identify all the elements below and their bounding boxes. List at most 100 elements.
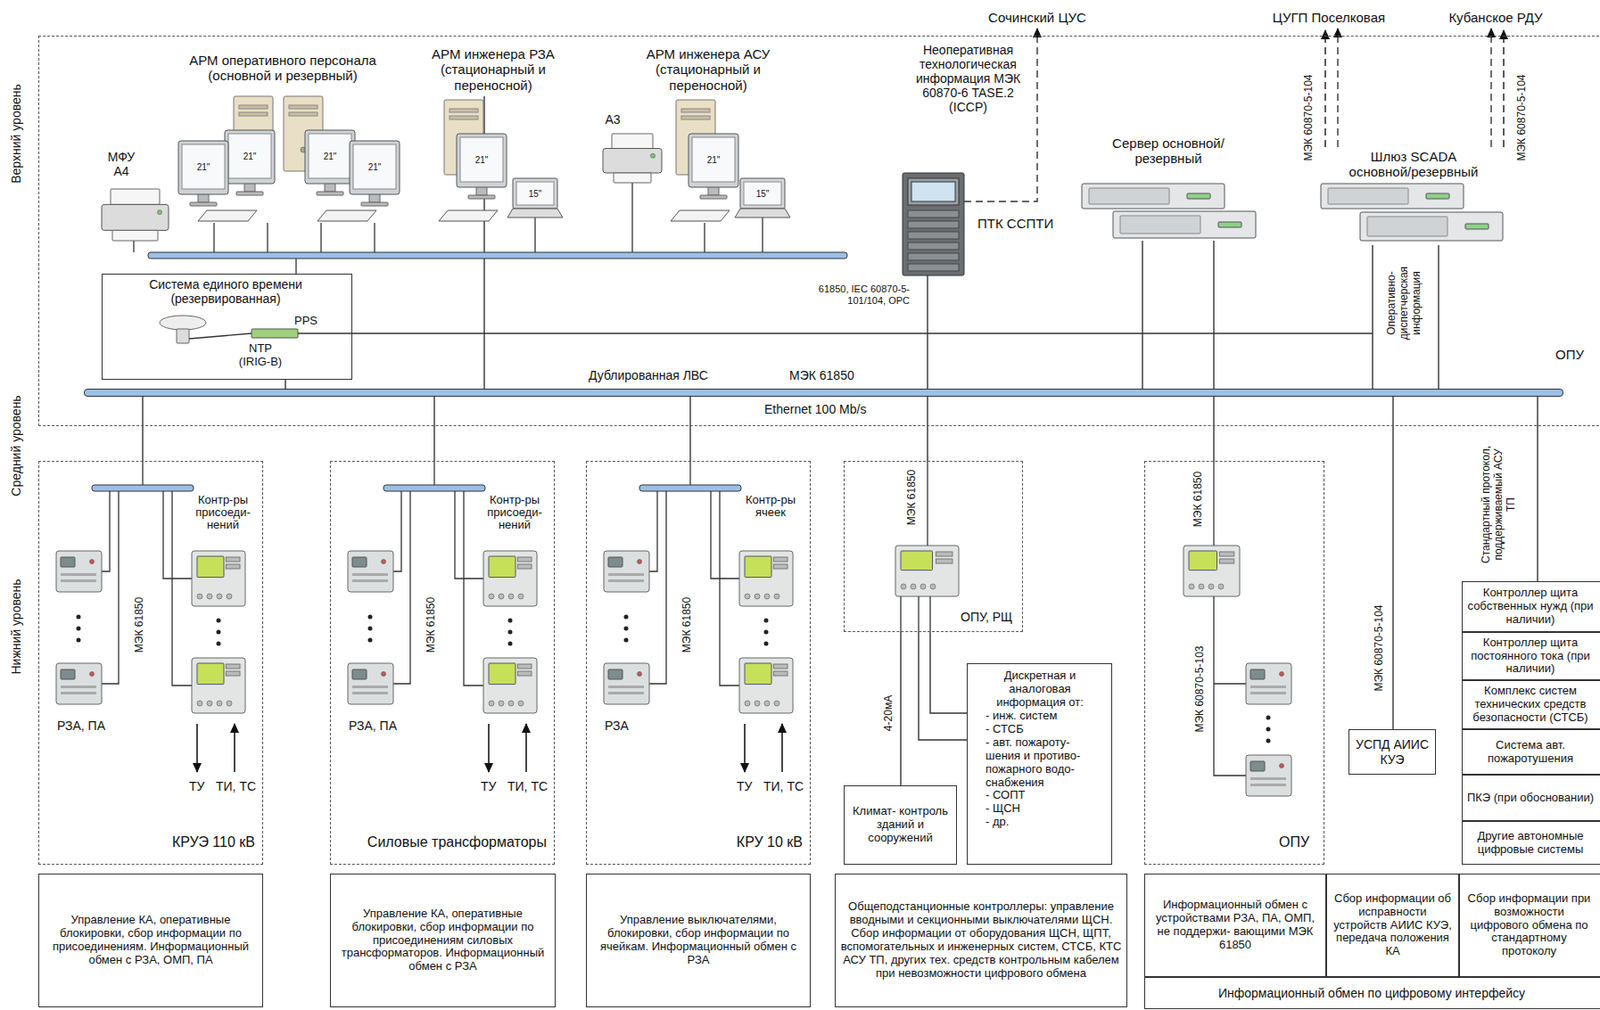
group-region: КРУ 10 кВКонтр-ры ячеекРЗАМЭК 61850ТУТИ,…: [585, 461, 811, 866]
cabinet: [902, 173, 965, 276]
node-text: Климат- контроль зданий и сооружений: [848, 805, 953, 846]
table-row: ПКЭ (при обосновании): [1461, 775, 1600, 822]
wire: [719, 491, 740, 686]
node-text: ЦУГП Поселковая: [1272, 9, 1386, 25]
shape: [608, 579, 644, 583]
workstation-caption: АРМ инженера АСУ (стационарный и перенос…: [629, 42, 787, 97]
annotation-label: 15": [756, 189, 770, 199]
node-text: ТИ, ТС: [763, 779, 804, 794]
link: [1502, 30, 1505, 148]
shape: [60, 579, 97, 583]
node-text: ТИ, ТС: [507, 779, 548, 794]
wire: [649, 491, 658, 572]
ellipsis-dot: [508, 642, 513, 647]
node-text: МЭК 61850: [133, 597, 147, 653]
shape: [225, 557, 240, 562]
ellipsis-dot: [508, 630, 513, 636]
shape: [1120, 215, 1201, 234]
lan-bus: Дублированная ЛВСМЭК 61850Ethernet 100 M…: [83, 388, 1564, 397]
knob: [197, 701, 203, 707]
annotation-label: PPS: [294, 313, 318, 328]
ellipsis-dot: [624, 638, 629, 644]
cabinet: ПТК ССПТИ61850, IEC 60870-5-101/104, OPC: [902, 173, 965, 276]
knob: [197, 593, 203, 600]
shape: [352, 573, 388, 577]
wire: [433, 461, 435, 486]
workstation-caption: АРМ оперативного персонала (основной и р…: [171, 48, 395, 88]
server-unit: [1360, 212, 1503, 241]
relay-device: [1245, 663, 1292, 705]
bus-bar: [383, 485, 486, 492]
shape: [608, 669, 623, 680]
node-text: Управление выключателями, блокировки, сб…: [590, 914, 807, 968]
node-text: Управление КА, оперативные блокировки, с…: [42, 914, 259, 968]
arrow: [781, 724, 784, 773]
description-box: Сбор информации об исправности устройств…: [1326, 874, 1460, 978]
group-region: ОПУМЭК 60870-5-103: [1144, 461, 1325, 866]
node-text: УСПД АИИС КУЭ: [1352, 737, 1432, 767]
shape: [1219, 552, 1234, 557]
knob: [508, 593, 514, 600]
shape: [1250, 685, 1287, 689]
wire: [101, 491, 119, 685]
monitor-screen: [228, 133, 272, 179]
knob: [774, 701, 780, 707]
group-region: ОПУ, РЩ: [843, 461, 1023, 633]
knob: [488, 701, 495, 707]
knob: [206, 593, 213, 600]
bus-bar: [148, 252, 848, 259]
shape: [670, 210, 730, 222]
node-text: - СОПТ: [985, 789, 1097, 803]
wire: [1213, 683, 1246, 685]
monitor-screen: [308, 133, 352, 179]
shape: [225, 664, 240, 669]
wire: [1213, 596, 1246, 776]
gps-antenna: [159, 315, 207, 330]
node-text: NTP (IRIG-B): [232, 342, 289, 370]
node-text: Информационный обмен по цифровому интерф…: [1218, 986, 1526, 1001]
edge-label: МЭК 61850: [1191, 471, 1205, 528]
shape: [1250, 783, 1287, 787]
shape: [773, 557, 788, 562]
printer: [112, 230, 158, 241]
laptop: [740, 178, 785, 209]
wire: [373, 222, 375, 253]
ellipsis-dot: [76, 626, 82, 632]
edge-label: Оперативно-диспетчерская информация: [1385, 249, 1423, 357]
shape: [935, 559, 952, 564]
description-box: Информационный обмен с устройствами РЗА,…: [1144, 874, 1327, 978]
connector: [1336, 28, 1338, 148]
wire: [463, 491, 484, 686]
node-text: Ethernet 100 Mb/s: [764, 402, 866, 417]
shape: [608, 692, 644, 695]
connector: [1437, 245, 1439, 389]
node-text: Управление КА, оперативные блокировки, с…: [334, 907, 552, 975]
table-row: Контроллер щита постоянного тока (при на…: [1461, 632, 1600, 681]
node-text: Силовые трансформаторы: [348, 834, 547, 851]
connector: [1536, 396, 1538, 582]
shape: [608, 557, 623, 568]
connector: [284, 379, 286, 389]
node-text: МЭК 61850: [789, 368, 855, 383]
shape: [681, 108, 710, 113]
shape: [773, 664, 788, 669]
node-text: Контр-ры присоеди- нений: [480, 494, 549, 532]
knob: [754, 593, 760, 600]
laptop-screen: [743, 181, 782, 206]
monitor: [688, 133, 739, 188]
ellipsis-dot: [76, 615, 82, 620]
device-box: УСПД АИИС КУЭ: [1348, 729, 1436, 776]
wire: [631, 182, 633, 253]
knob: [226, 701, 232, 707]
shape: [734, 208, 791, 218]
connector: [926, 396, 928, 462]
knob: [1279, 764, 1285, 769]
ellipsis-dot: [1266, 716, 1271, 721]
knob: [216, 701, 223, 707]
printer: [611, 133, 653, 149]
monitor-screen: [181, 144, 225, 190]
monitor-stand: [189, 202, 217, 207]
knob: [744, 593, 751, 600]
node-text: ТИ, ТС: [215, 779, 256, 794]
node-text: ОПУ, РЩ: [960, 610, 1013, 625]
